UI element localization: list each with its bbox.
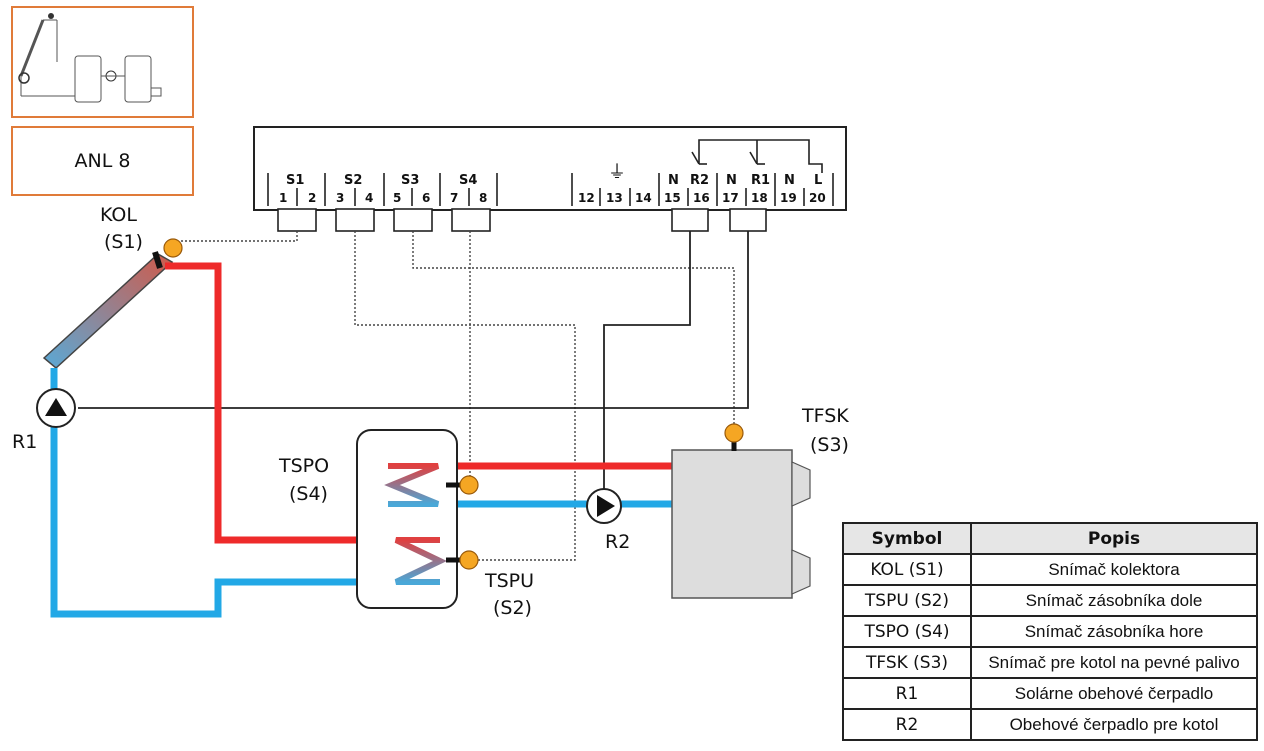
legend-symbol: TSPU (S2) [842,584,972,617]
legend-symbol: R1 [842,677,972,710]
label-r2: R2 [605,531,630,553]
legend-symbol: TFSK (S3) [842,646,972,679]
solar-collector [42,253,174,369]
label-kol: KOL [100,204,137,226]
pump-r1-icon [36,388,76,428]
pump-wires [78,231,749,490]
sensor-icon [446,550,479,570]
legend-row: TSPU (S2) Snímač zásobníka dole [842,584,1258,617]
terminal-number: 18 [751,191,768,205]
upper-coil [384,463,440,507]
connector-blocks [277,208,767,232]
terminal-number: 5 [393,191,401,205]
ground-icon: ⏚ [608,162,626,183]
legend-header-row: Symbol Popis [842,522,1258,555]
legend-header-symbol: Symbol [842,522,972,555]
legend-description: Snímač pre kotol na pevné palivo [970,646,1258,679]
terminal-group-label-s1: S1 [286,173,304,188]
relay-label: L [814,173,822,188]
sensor-icon [163,238,183,258]
relay-label: N [784,173,795,188]
terminal-number: 12 [578,191,595,205]
legend-symbol: TSPO (S4) [842,615,972,648]
controller-box [253,126,847,211]
thumbnail-box [11,6,194,118]
terminal-number: 14 [635,191,652,205]
terminal-number: 19 [780,191,797,205]
legend-description: Snímač zásobníka dole [970,584,1258,617]
terminal-number: 13 [606,191,623,205]
lower-coil [394,537,447,585]
legend-description: Solárne obehové čerpadlo [970,677,1258,710]
terminal-number: 15 [664,191,681,205]
legend-table: Symbol Popis KOL (S1) Snímač kolektora T… [842,522,1258,741]
collector-mount [152,251,163,269]
terminal-strip [267,173,834,206]
relay-label: R2 [690,173,709,188]
terminal-number: 16 [693,191,710,205]
terminal-number: 3 [336,191,344,205]
label-r1: R1 [12,431,37,453]
legend-row: TFSK (S3) Snímač pre kotol na pevné pali… [842,646,1258,679]
sensor-wires [179,231,735,561]
label-tspu-sub: (S2) [493,597,532,619]
relay-label: N [668,173,679,188]
sensor-icon [724,423,744,451]
terminal-number: 8 [479,191,487,205]
terminal-number: 20 [809,191,826,205]
legend-row: R1 Solárne obehové čerpadlo [842,677,1258,710]
relay-label: N [726,173,737,188]
terminal-number: 17 [722,191,739,205]
model-label-box: ANL 8 [11,126,194,196]
terminal-number: 2 [308,191,316,205]
legend-symbol: R2 [842,708,972,741]
terminal-group-label-s2: S2 [344,173,362,188]
legend-row: KOL (S1) Snímač kolektora [842,553,1258,586]
terminal-number: 6 [422,191,430,205]
legend-row: R2 Obehové čerpadlo pre kotol [842,708,1258,741]
model-label: ANL 8 [74,150,131,172]
relay-contacts [691,139,823,173]
relay-label: R1 [751,173,770,188]
terminal-number: 1 [279,191,287,205]
terminal-number: 7 [450,191,458,205]
label-kol-sub: (S1) [104,231,143,253]
terminal-group-label-s3: S3 [401,173,419,188]
terminal-group-label-s4: S4 [459,173,477,188]
solar-system-schematic-icon [18,13,162,103]
pump-r2-icon [586,488,622,524]
legend-header-description: Popis [970,522,1258,555]
legend-row: TSPO (S4) Snímač zásobníka hore [842,615,1258,648]
solid-fuel-boiler [671,449,793,599]
label-tspo-sub: (S4) [289,483,328,505]
boiler-door [791,549,811,595]
label-tspu: TSPU [484,570,534,592]
legend-symbol: KOL (S1) [842,553,972,586]
legend-description: Snímač kolektora [970,553,1258,586]
label-tfsk-sub: (S3) [810,434,849,456]
legend-description: Obehové čerpadlo pre kotol [970,708,1258,741]
boiler-door [791,461,811,507]
legend-description: Snímač zásobníka hore [970,615,1258,648]
sensor-icon [446,475,479,495]
label-tfsk: TFSK [801,405,849,427]
label-tspo: TSPO [278,455,329,477]
terminal-number: 4 [365,191,373,205]
